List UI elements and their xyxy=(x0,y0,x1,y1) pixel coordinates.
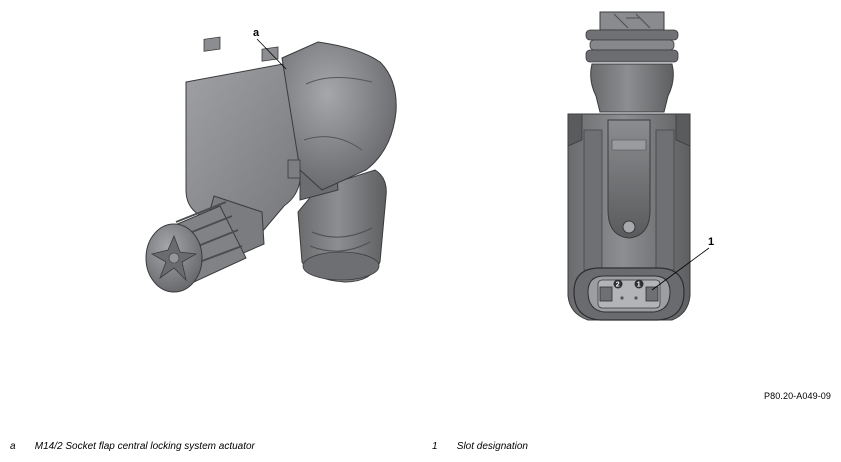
front-right-channel xyxy=(655,129,675,271)
front-center-latch xyxy=(607,119,651,239)
socket-pin-slot-right xyxy=(645,286,659,302)
actuator-top-tab-left xyxy=(203,36,221,52)
actuator-perspective-view xyxy=(145,36,397,293)
actuator-lower-cylinder-end xyxy=(302,251,380,281)
actuator-side-clip xyxy=(287,159,301,179)
front-latch-top xyxy=(611,139,647,151)
legend-text-a: M14/2 Socket flap central locking system… xyxy=(34,441,255,452)
socket-pin-1-label: 1 xyxy=(637,282,641,289)
socket-pin-slot-left xyxy=(599,286,613,302)
legend-key-1: 1 xyxy=(432,441,438,452)
callout-leader-1 xyxy=(651,247,710,291)
actuator-cylinder-ribs xyxy=(309,227,373,252)
actuator-upper-barrel xyxy=(281,41,397,191)
actuator-front-view: 2 1 xyxy=(567,11,691,321)
socket-contact-1 xyxy=(620,296,624,300)
front-socket-insert xyxy=(597,279,661,309)
actuator-plug-center xyxy=(168,252,180,264)
front-top-cap-detail xyxy=(613,13,651,29)
front-left-wing xyxy=(567,113,583,147)
legend-item-a: a M14/2 Socket flap central locking syst… xyxy=(10,441,255,452)
front-right-wing xyxy=(675,113,691,147)
actuator-barrel-edge xyxy=(303,76,373,151)
legend-item-1: 1 Slot designation xyxy=(432,441,528,452)
socket-pin-2-marker xyxy=(613,279,623,289)
front-ring-3 xyxy=(585,49,679,63)
callout-label-1: 1 xyxy=(708,236,714,248)
front-left-channel xyxy=(583,129,603,271)
front-ring-2 xyxy=(589,39,675,51)
figure-id: P80.20-A049-09 xyxy=(764,391,831,401)
socket-pin-1-marker xyxy=(634,279,644,289)
actuator-top-tab-right xyxy=(261,46,279,62)
callout-label-a: a xyxy=(253,27,260,39)
front-ring-1 xyxy=(585,29,679,41)
legend-key-a: a xyxy=(10,441,16,452)
callout-leader-a xyxy=(256,38,287,70)
socket-contact-2 xyxy=(634,296,638,300)
socket-pin-2-label: 2 xyxy=(616,282,620,289)
front-neck xyxy=(590,63,674,113)
front-top-cap xyxy=(599,11,665,31)
legend-text-1: Slot designation xyxy=(456,441,528,452)
front-latch-hole xyxy=(622,220,636,234)
